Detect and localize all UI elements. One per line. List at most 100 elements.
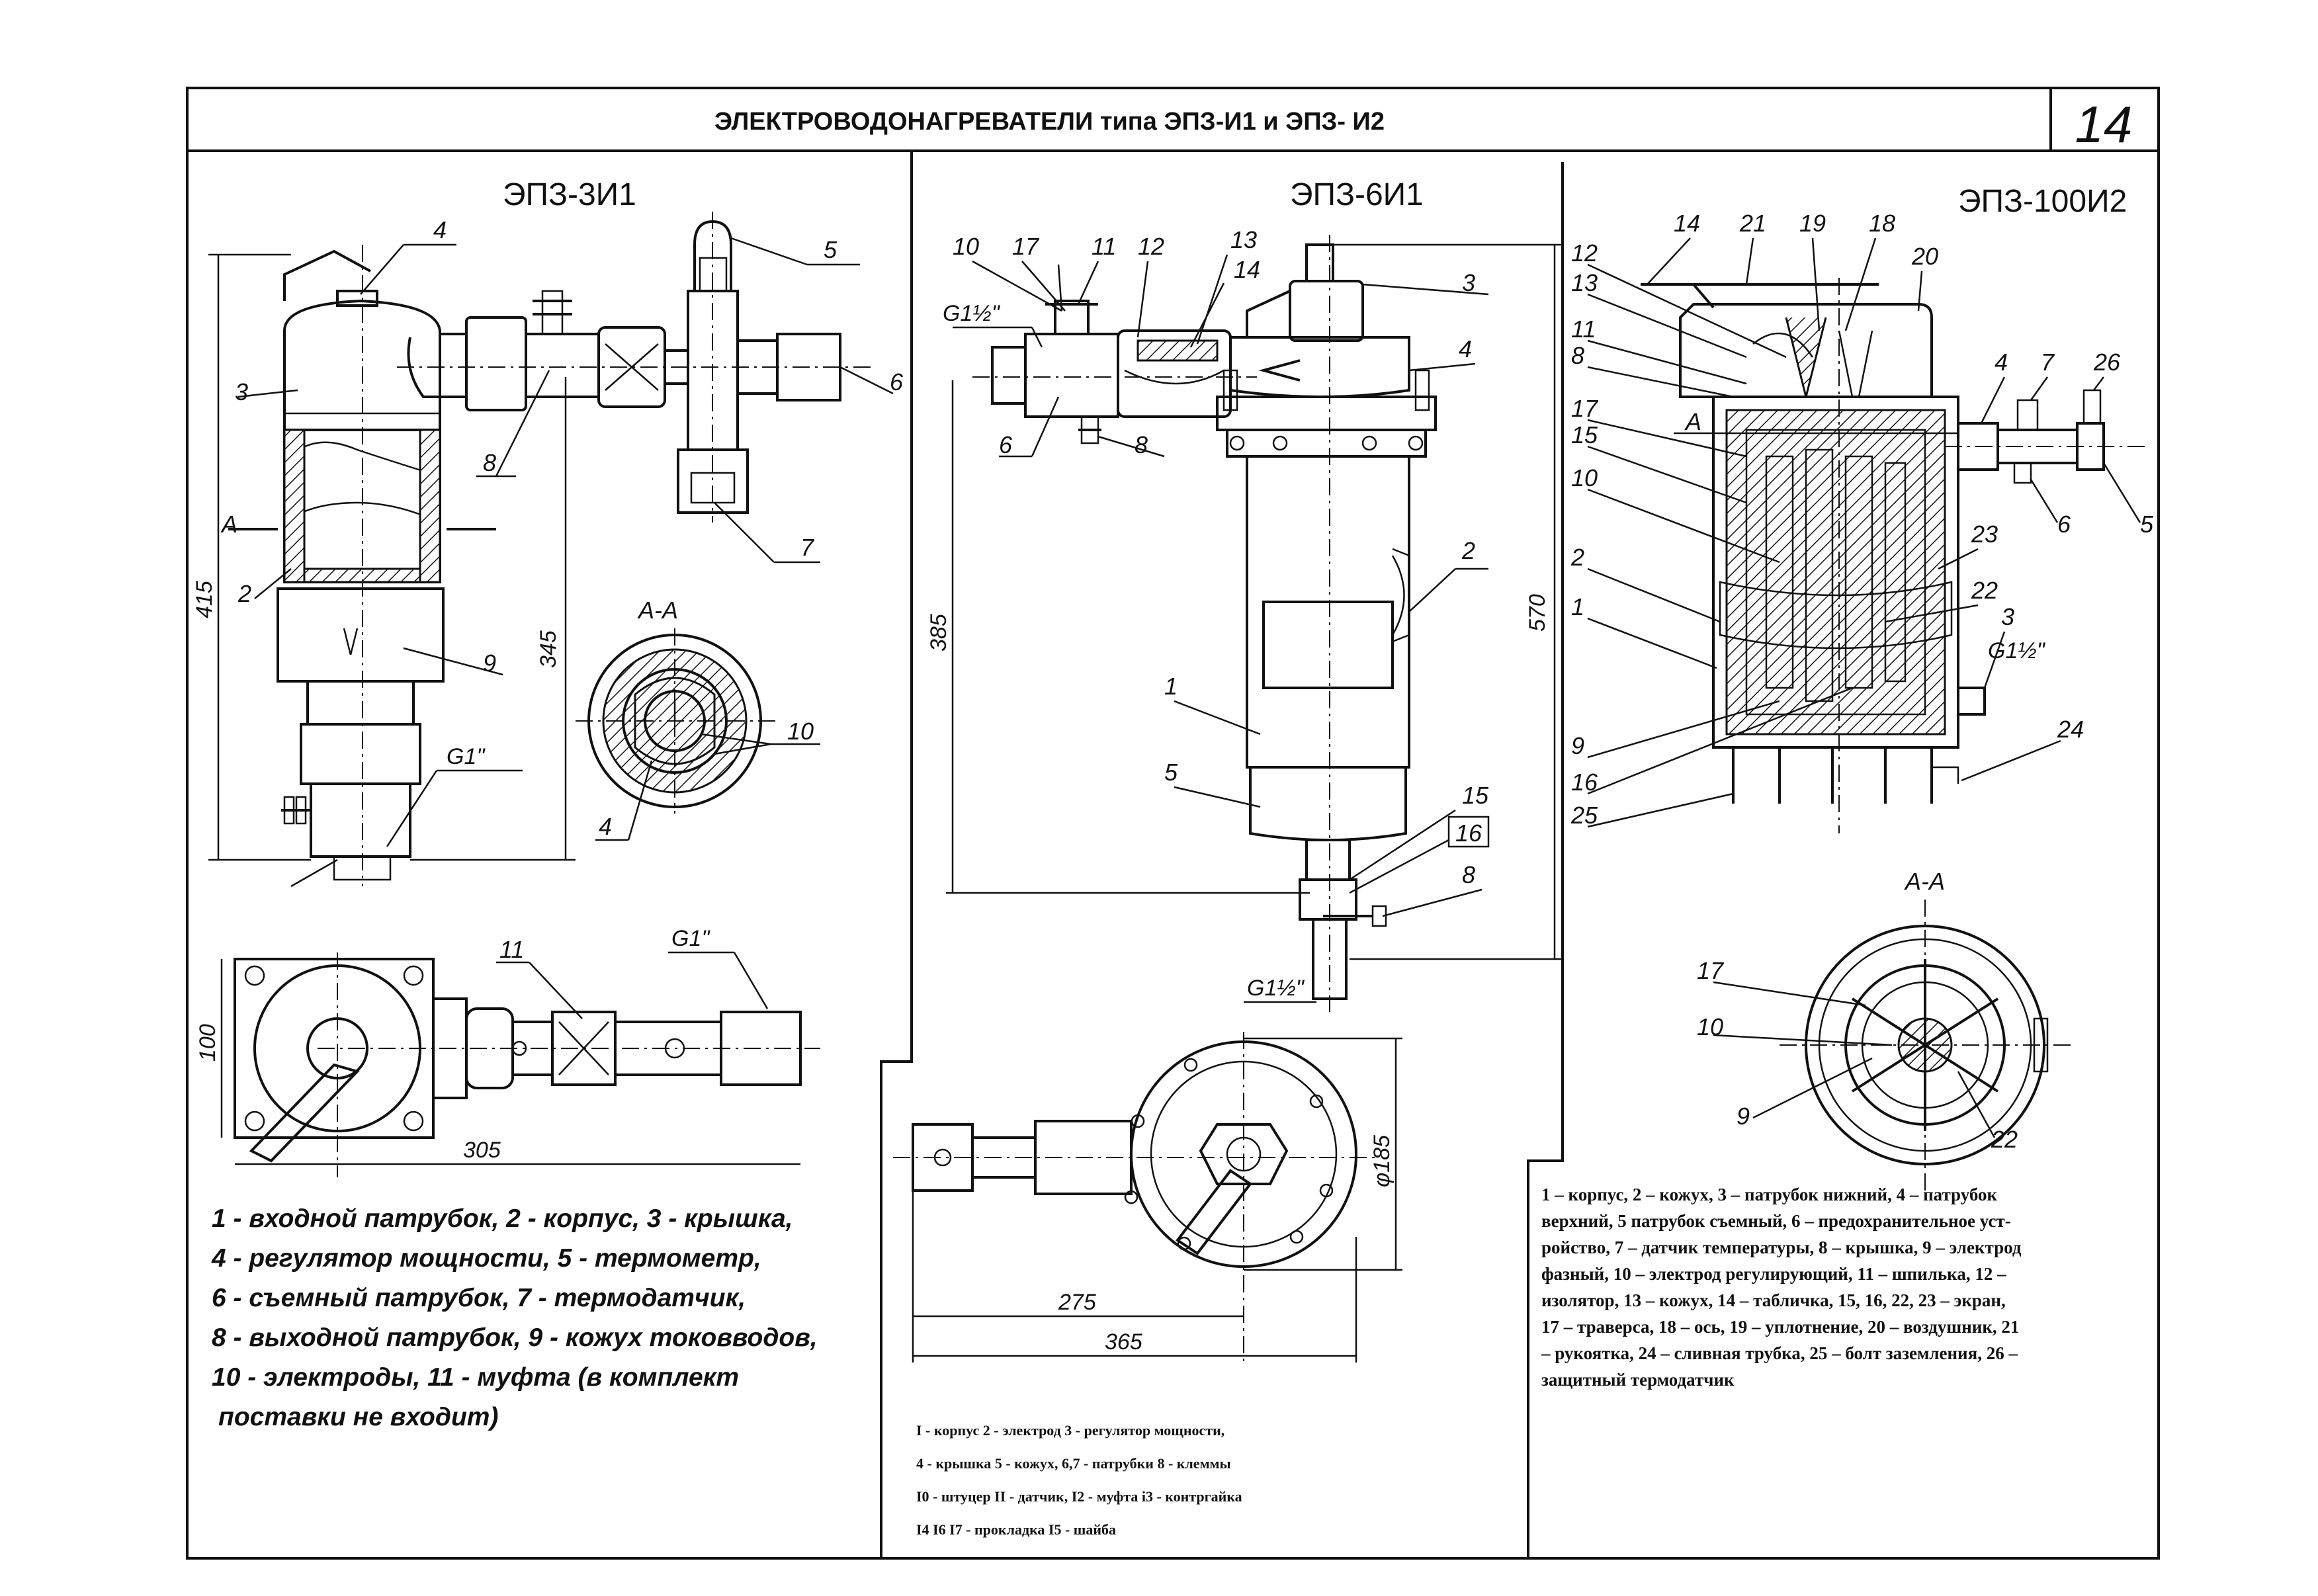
drawing-frame: [186, 87, 2160, 1560]
middle-callout-15: 15: [1462, 782, 1489, 809]
right-callout-20: 20: [1911, 243, 1938, 270]
left-thread-top: G1": [447, 744, 486, 769]
left-callout-2: 2: [237, 580, 251, 607]
middle-callout-6: 6: [999, 431, 1013, 458]
right-callout-18: 18: [1869, 210, 1895, 237]
middle-callout-8-top: 8: [1135, 431, 1148, 458]
left-section-callout-4: 4: [599, 813, 612, 840]
middle-dim-inner: 385: [926, 614, 951, 651]
middle-callout-14: 14: [1234, 256, 1260, 283]
middle-callout-1: 1: [1164, 673, 1178, 700]
right-legend-line-3: ройство, 7 – датчик температуры, 8 – кры…: [1541, 1238, 2022, 1257]
middle-callout-8-bottom: 8: [1462, 861, 1475, 888]
right-drawing-epz-100i2: ЭПЗ-100И2 А: [1541, 184, 2154, 1390]
middle-legend-line-3: I0 - штуцер II - датчик, I2 - муфта i3 -…: [916, 1488, 1242, 1505]
right-callout-15: 15: [1571, 421, 1598, 448]
left-legend-line-4: 8 - выходной патрубок, 9 - кожух токовво…: [212, 1323, 818, 1352]
right-callout-6: 6: [2057, 511, 2071, 538]
middle-legend-line-2: 4 - крышка 5 - кожух, 6,7 - патрубки 8 -…: [916, 1455, 1231, 1472]
right-callout-3: 3: [2001, 603, 2014, 630]
right-callout-21: 21: [1739, 210, 1766, 237]
left-callout-10: 10: [787, 718, 814, 745]
right-callout-17: 17: [1571, 395, 1599, 422]
left-dim-height: 415: [192, 581, 217, 618]
right-section-label: А-А: [1904, 868, 1945, 895]
middle-callout-4: 4: [1459, 335, 1472, 362]
right-callout-12: 12: [1571, 239, 1598, 267]
middle-callout-16: 16: [1455, 819, 1482, 847]
left-legend-line-1: 1 - входной патрубок, 2 - корпус, 3 - кр…: [212, 1204, 793, 1233]
middle-callout-3: 3: [1462, 269, 1475, 296]
middle-callout-10: 10: [953, 233, 979, 260]
right-callout-8: 8: [1571, 342, 1584, 369]
right-legend-line-1: 1 – корпус, 2 – кожух, 3 – патрубок нижн…: [1541, 1185, 1997, 1204]
right-section-callout-10: 10: [1697, 1013, 1723, 1040]
right-callout-11: 11: [1571, 315, 1596, 343]
middle-callout-17: 17: [1012, 233, 1040, 260]
right-legend-line-7: – рукоятка, 24 – сливная трубка, 25 – бо…: [1541, 1343, 2018, 1363]
right-section-callout-17: 17: [1697, 957, 1725, 984]
right-callout-26: 26: [2093, 349, 2121, 376]
right-legend-line-5: изолятор, 13 – кожух, 14 – табличка, 15,…: [1541, 1290, 2006, 1310]
middle-legend-line-1: I - корпус 2 - электрод 3 - регулятор мо…: [916, 1422, 1224, 1439]
middle-dim-365: 365: [1105, 1329, 1142, 1355]
right-legend-line-6: 17 – траверса, 18 – ось, 19 – уплотнение…: [1541, 1317, 2019, 1337]
left-callout-9: 9: [483, 650, 496, 677]
right-callout-10: 10: [1571, 464, 1598, 491]
left-dim-plan: 100: [195, 1024, 220, 1062]
right-callout-14: 14: [1674, 210, 1700, 237]
right-callout-5: 5: [2140, 511, 2154, 538]
left-dim-inner: 345: [536, 630, 561, 668]
middle-callout-5: 5: [1164, 759, 1178, 786]
middle-callout-2: 2: [1461, 537, 1475, 564]
left-legend-line-6: поставки не входит): [218, 1403, 498, 1431]
right-thread: G1½": [1988, 638, 2046, 663]
left-legend-line-2: 4 - регулятор мощности, 5 - термометр,: [211, 1244, 761, 1273]
middle-callout-13: 13: [1230, 226, 1257, 253]
middle-thread-top: G1½": [943, 301, 1001, 326]
right-callout-22: 22: [1971, 577, 1998, 604]
right-section-callout-9: 9: [1737, 1103, 1750, 1130]
left-legend-line-5: 10 - электроды, 11 - муфта (в комплект: [212, 1363, 739, 1392]
left-callout-8: 8: [483, 449, 496, 476]
left-callout-11: 11: [499, 936, 524, 963]
left-callout-5: 5: [824, 236, 837, 263]
sheet-number: 14: [2075, 95, 2133, 153]
middle-drawing-epz-6i1: ЭПЗ-6И1: [893, 177, 1561, 1538]
left-callout-4: 4: [433, 216, 447, 243]
left-legend-line-3: 6 - съемный патрубок, 7 - термодатчик,: [212, 1284, 746, 1312]
right-section-callout-22: 22: [1991, 1126, 2018, 1153]
right-legend-line-2: верхний, 5 патрубок съемный, 6 – предохр…: [1541, 1211, 2011, 1231]
middle-callout-11: 11: [1092, 233, 1116, 260]
right-legend-line-4: фазный, 10 – электрод регулирующий, 11 –…: [1541, 1264, 2006, 1284]
right-legend-line-8: защитный термодатчик: [1541, 1370, 1735, 1390]
right-callout-1: 1: [1571, 593, 1584, 620]
right-callout-2: 2: [1570, 544, 1584, 571]
left-callout-6: 6: [890, 368, 904, 396]
sheet-title: ЭЛЕКТРОВОДОНАГРЕВАТЕЛИ типа ЭПЗ-И1 и ЭПЗ…: [714, 108, 1385, 136]
right-callout-7: 7: [2041, 349, 2055, 376]
middle-legend-line-4: I4 I6 I7 - прокладка I5 - шайба: [916, 1521, 1116, 1538]
left-title: ЭПЗ-3И1: [503, 177, 636, 212]
right-callout-23: 23: [1971, 521, 1998, 548]
left-section-mark: А: [220, 511, 237, 538]
right-callout-19: 19: [1799, 210, 1826, 237]
middle-dim-275: 275: [1058, 1290, 1096, 1315]
left-dim-width: 305: [463, 1138, 501, 1163]
middle-dim-height: 570: [1525, 594, 1550, 632]
right-section-mark: А: [1684, 408, 1701, 435]
left-section-label: А-А: [637, 597, 678, 624]
right-callout-9: 9: [1571, 732, 1584, 759]
left-callout-3: 3: [235, 378, 248, 405]
middle-callout-12: 12: [1138, 233, 1164, 260]
right-callout-25: 25: [1570, 802, 1598, 829]
left-thread-bottom: G1": [671, 926, 710, 951]
left-callout-7: 7: [800, 534, 815, 561]
right-title: ЭПЗ-100И2: [1958, 184, 2127, 219]
right-callout-13: 13: [1571, 269, 1598, 296]
middle-dim-diameter: φ185: [1369, 1135, 1395, 1187]
middle-title: ЭПЗ-6И1: [1290, 177, 1424, 212]
right-callout-4: 4: [1995, 349, 2008, 376]
left-drawing-epz-3i1: ЭПЗ-3И1: [192, 177, 904, 1431]
